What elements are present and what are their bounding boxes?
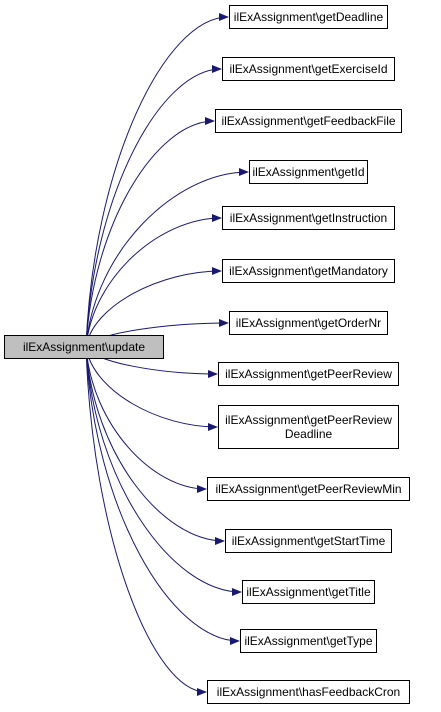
node-getStartTime[interactable]: ilExAssignment\getStartTime bbox=[225, 529, 392, 553]
edge-getPeerReviewDeadline bbox=[85, 346, 218, 431]
node-getDeadline[interactable]: ilExAssignment\getDeadline bbox=[229, 5, 388, 29]
node-getPeerReviewDeadline[interactable]: ilExAssignment\getPeerReview Deadline bbox=[218, 405, 399, 449]
node-getOrderNr[interactable]: ilExAssignment\getOrderNr bbox=[229, 311, 388, 335]
edge-getId bbox=[85, 168, 249, 348]
edge-getInstruction bbox=[85, 214, 222, 348]
node-getType[interactable]: ilExAssignment\getType bbox=[240, 629, 377, 653]
node-getId[interactable]: ilExAssignment\getId bbox=[249, 160, 368, 184]
edge-getExerciseId bbox=[85, 65, 222, 348]
node-update: ilExAssignment\update bbox=[4, 335, 164, 359]
node-getTitle[interactable]: ilExAssignment\getTitle bbox=[242, 580, 375, 604]
node-hasFeedbackCron[interactable]: ilExAssignment\hasFeedbackCron bbox=[207, 680, 410, 704]
node-getFeedbackFile[interactable]: ilExAssignment\getFeedbackFile bbox=[215, 109, 402, 133]
edge-getStartTime bbox=[85, 346, 225, 545]
edge-getMandatory bbox=[85, 267, 222, 348]
node-getExerciseId[interactable]: ilExAssignment\getExerciseId bbox=[222, 57, 395, 81]
edge-hasFeedbackCron bbox=[85, 346, 207, 696]
edge-getFeedbackFile bbox=[85, 117, 215, 348]
node-getMandatory[interactable]: ilExAssignment\getMandatory bbox=[222, 259, 395, 283]
edge-getTitle bbox=[85, 346, 242, 596]
node-getPeerReview[interactable]: ilExAssignment\getPeerReview bbox=[218, 362, 399, 386]
edge-getPeerReviewMin bbox=[85, 346, 207, 493]
edge-getDeadline bbox=[85, 13, 229, 348]
node-getPeerReviewMin[interactable]: ilExAssignment\getPeerReviewMin bbox=[207, 477, 410, 501]
node-getInstruction[interactable]: ilExAssignment\getInstruction bbox=[222, 206, 395, 230]
edge-getType bbox=[85, 346, 240, 645]
